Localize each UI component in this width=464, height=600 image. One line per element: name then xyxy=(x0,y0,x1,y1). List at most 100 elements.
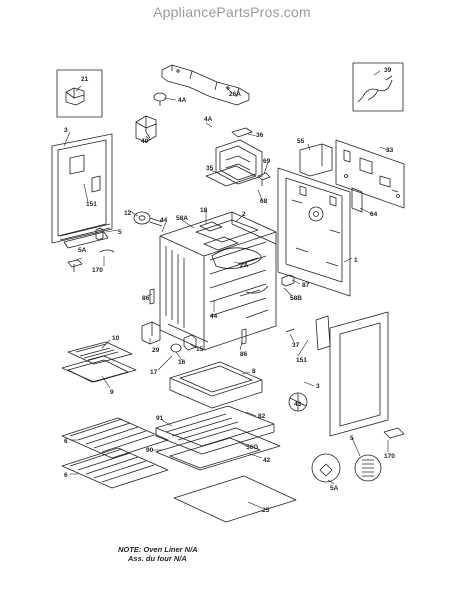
part-29-switch xyxy=(141,321,161,345)
part-15-bulb xyxy=(183,334,197,351)
callout-44-lower: 44 xyxy=(210,313,218,320)
note-line-2: Ass. du four N/A xyxy=(128,554,187,563)
callout-82: 82 xyxy=(258,413,266,420)
storage-drawer-25 xyxy=(173,475,297,523)
part-4A-grommet xyxy=(153,92,167,106)
callout-49: 49 xyxy=(141,138,149,145)
callout-5-right: 5 xyxy=(350,435,354,442)
oven-bottom-8 xyxy=(169,361,263,409)
part-86-left xyxy=(149,288,155,305)
part-87-bracket xyxy=(281,274,295,287)
broil-element-2A xyxy=(211,247,269,294)
callout-6-lower: 6 xyxy=(64,472,68,479)
part-12-sensor xyxy=(133,211,163,227)
callout-64: 64 xyxy=(370,211,378,218)
callout-10: 10 xyxy=(112,335,120,342)
callout-26A: 26A xyxy=(229,91,241,98)
callout-labels: 21 26A 39 4A 4A 49 36 3 151 55 33 69 35 … xyxy=(64,67,395,514)
part-5A-leg xyxy=(67,259,83,272)
callout-170-right: 170 xyxy=(384,453,395,460)
oven-rack-lower xyxy=(61,447,169,489)
callout-3-right: 3 xyxy=(316,383,320,390)
callout-29: 29 xyxy=(152,347,160,354)
inset-box-part-39 xyxy=(352,62,404,112)
callout-58A: 58A xyxy=(176,215,188,222)
rear-panel-33 xyxy=(335,139,405,209)
callout-25: 25 xyxy=(262,507,270,514)
callout-87: 87 xyxy=(302,282,310,289)
part-151-hinge xyxy=(315,315,331,351)
part-170-bracket-right xyxy=(383,427,405,439)
callout-6-upper: 6 xyxy=(64,438,68,445)
callout-69: 69 xyxy=(263,158,271,165)
drawer-rail-assembly xyxy=(155,405,275,455)
callout-37: 37 xyxy=(292,342,300,349)
callout-44-upper: 44 xyxy=(160,217,168,224)
part-36-plate xyxy=(231,127,253,138)
right-door-assembly xyxy=(329,311,389,437)
callout-151-left: 151 xyxy=(86,201,97,208)
callout-35: 35 xyxy=(206,165,214,172)
part-170-wire xyxy=(99,249,115,253)
callout-90: 90 xyxy=(146,447,154,454)
broiler-pan-9 xyxy=(61,355,137,383)
callout-39: 39 xyxy=(384,67,392,74)
vent-trim-26A xyxy=(161,64,250,106)
callout-18: 18 xyxy=(200,207,208,214)
callout-68: 68 xyxy=(260,198,268,205)
left-door-assembly xyxy=(51,133,113,249)
callout-36: 36 xyxy=(256,132,264,139)
callout-5-left: 5 xyxy=(118,229,122,236)
callout-58B: 58B xyxy=(290,295,302,302)
oven-cavity xyxy=(159,211,277,351)
watermark: AppliancePartsPros.com xyxy=(153,4,311,20)
broiler-pan-10 xyxy=(67,341,133,365)
callout-15: 15 xyxy=(196,346,204,353)
part-5-leg-right xyxy=(354,454,382,482)
callout-4A-top: 4A xyxy=(178,97,187,104)
callout-55: 55 xyxy=(297,138,305,145)
callout-1: 1 xyxy=(354,257,358,264)
part-69-clip xyxy=(257,172,271,186)
callout-86-right: 86 xyxy=(240,351,248,358)
callout-91: 91 xyxy=(156,415,164,422)
back-wall-part-1 xyxy=(277,167,351,297)
callout-5A-left: 5A xyxy=(78,247,87,254)
callout-12: 12 xyxy=(124,210,132,217)
part-64-bracket xyxy=(351,187,363,213)
callout-5A-right: 5A xyxy=(330,485,339,492)
callout-21: 21 xyxy=(81,76,89,83)
callout-42: 42 xyxy=(263,457,271,464)
part-37-screw xyxy=(285,328,295,333)
callout-2A: 2A xyxy=(240,262,249,269)
part-86-right xyxy=(241,328,247,345)
callout-33: 33 xyxy=(386,147,394,154)
part-18-element xyxy=(199,221,223,232)
callout-2: 2 xyxy=(242,211,246,218)
diagram-note: NOTE: Oven Liner N/A Ass. du four N/A xyxy=(118,545,198,563)
oven-rack-upper xyxy=(61,417,169,459)
callout-3-left: 3 xyxy=(64,127,68,134)
drawer-tray-42 xyxy=(155,427,281,471)
part-49-bracket xyxy=(135,115,157,143)
callout-4A-mid: 4A xyxy=(204,116,213,123)
part-5-leveler xyxy=(95,227,104,241)
heat-shield-35 xyxy=(205,139,263,187)
callout-86-left: 86 xyxy=(142,295,150,302)
callout-43: 43 xyxy=(294,401,302,408)
callout-151-right: 151 xyxy=(296,357,307,364)
callout-8: 8 xyxy=(252,368,256,375)
part-55-bracket xyxy=(299,143,333,177)
callout-56G: 56G xyxy=(246,444,258,451)
callout-17: 17 xyxy=(150,369,158,376)
leader-lines xyxy=(63,70,391,509)
part-43-bolt xyxy=(288,392,308,412)
callout-16: 16 xyxy=(178,359,186,366)
inset-box-part-21 xyxy=(56,69,103,118)
part-16-cover xyxy=(170,343,182,353)
part-5A-leveler-right xyxy=(311,453,341,483)
note-line-1: NOTE: Oven Liner N/A xyxy=(118,545,198,554)
callout-9: 9 xyxy=(110,389,114,396)
callout-170-left: 170 xyxy=(92,267,103,274)
